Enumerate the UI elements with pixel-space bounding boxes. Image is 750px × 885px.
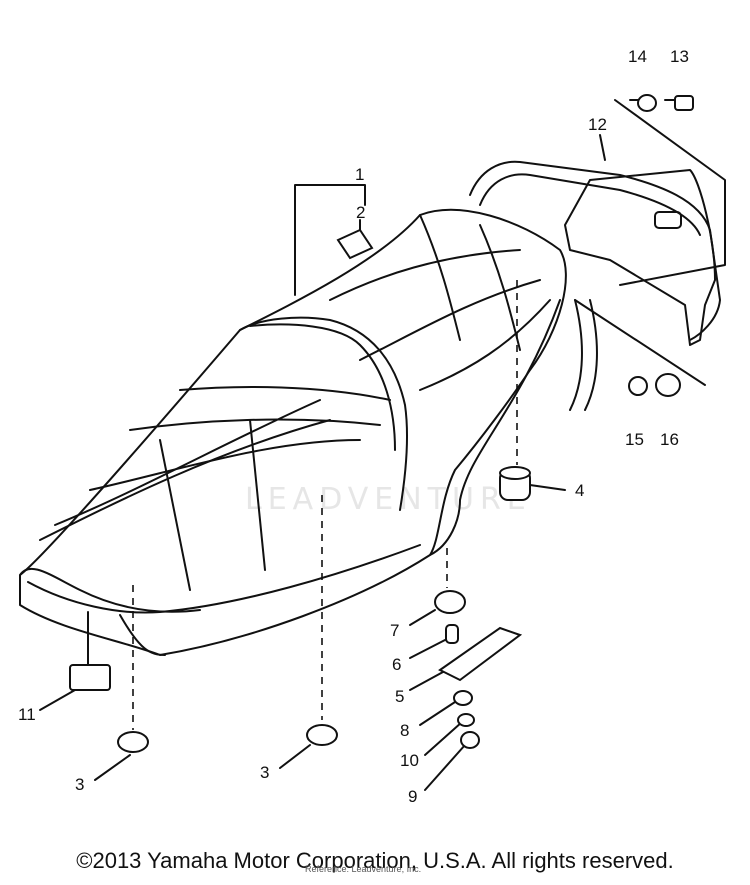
copyright-notice: ©2013 Yamaha Motor Corporation, U.S.A. A…: [76, 848, 674, 873]
watermark: LEADVENTURE: [245, 482, 532, 517]
grab-rail-leg: [569, 299, 598, 411]
passenger-quilt: [419, 214, 461, 341]
washer-8: [453, 690, 473, 706]
label-1: 1: [355, 165, 364, 184]
washer-10: [457, 713, 475, 727]
label-9: 9: [408, 787, 417, 806]
quilt-line: [39, 419, 331, 541]
bolt-13: [674, 95, 694, 111]
label-12: 12: [588, 115, 607, 134]
leader-1: [294, 184, 366, 296]
collar-6: [445, 624, 459, 644]
leader-10: [424, 721, 463, 756]
strap-2: [336, 228, 374, 260]
small-note: Reference: Leadventure, Inc.: [305, 864, 422, 874]
label-6: 6: [392, 655, 401, 674]
collar-16: [655, 373, 681, 397]
label-7: 7: [390, 621, 399, 640]
seat-step-inner: [249, 323, 396, 451]
leader-7: [409, 609, 436, 626]
label-5: 5: [395, 687, 404, 706]
label-13: 13: [670, 47, 689, 66]
leader-15-16: [574, 299, 706, 386]
label-3a: 3: [75, 775, 84, 794]
label-11: 11: [18, 705, 36, 724]
bracket-slot: [654, 211, 682, 229]
quilt-line: [249, 419, 266, 571]
quilt-line: [54, 399, 321, 526]
bracket-5: [438, 626, 523, 682]
passenger-quilt: [419, 299, 551, 391]
quilt-line: [159, 439, 191, 591]
leader-4: [529, 484, 566, 491]
leader-6: [409, 639, 446, 659]
label-3b: 3: [260, 763, 269, 782]
leader-11: [39, 689, 76, 711]
washer-15: [628, 376, 648, 396]
quilt-line: [89, 439, 361, 491]
rear-bracket: [564, 169, 716, 346]
grab-rail: [469, 160, 721, 341]
leader-3b: [279, 744, 311, 769]
leader-9: [424, 744, 466, 791]
seat-step: [239, 316, 409, 511]
label-10: 10: [400, 751, 419, 770]
grommet-3a: [117, 731, 149, 753]
label-16: 16: [660, 430, 679, 449]
leader-3a: [94, 754, 131, 781]
leader-12: [599, 134, 606, 161]
damper-7: [434, 590, 466, 614]
quilt-line: [129, 418, 381, 431]
washer-14: [637, 94, 657, 112]
grommet-3b: [306, 724, 338, 746]
nut-9: [460, 731, 480, 749]
clip-11: [69, 664, 111, 691]
damper-4-top: [499, 466, 531, 480]
label-8: 8: [400, 721, 409, 740]
label-4: 4: [575, 481, 584, 500]
leader-bracket: [614, 99, 726, 286]
quilt-line: [179, 386, 391, 401]
seat-edge-line: [27, 544, 421, 614]
seat-base: [119, 299, 561, 656]
label-2: 2: [356, 203, 365, 222]
seat-outline: [19, 208, 567, 656]
grab-rail-inner: [479, 173, 701, 236]
passenger-quilt: [359, 279, 541, 361]
passenger-quilt: [329, 249, 521, 301]
label-14: 14: [628, 47, 647, 66]
leader-8: [419, 701, 456, 726]
label-15: 15: [625, 430, 644, 449]
